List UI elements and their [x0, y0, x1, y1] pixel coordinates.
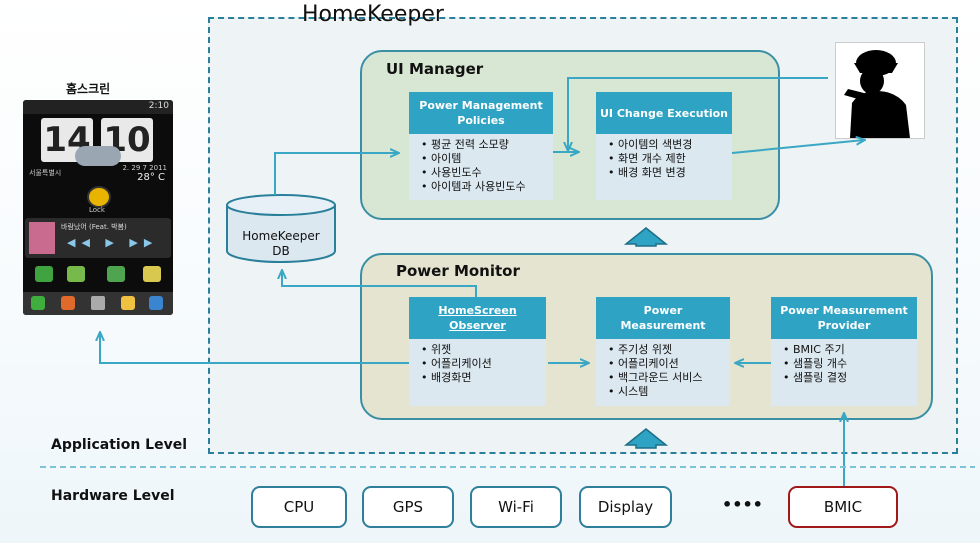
db-to-policies-arrow — [274, 153, 398, 195]
measurement-body: 주기성 위젯 어플리케이션 백그라운드 서비스 시스템 — [596, 339, 730, 406]
application-level-label: Application Level — [51, 437, 188, 453]
provider-header: Power Measurement Provider — [771, 297, 917, 339]
power-monitor-title: Power Monitor — [396, 262, 520, 280]
contacts-dock-icon — [61, 296, 75, 310]
date-label: 2. 29 7 2011 — [122, 164, 167, 172]
list-item: 아이템의 색변경 — [608, 138, 724, 152]
db-label-line1: HomeKeeper — [242, 229, 320, 243]
list-item: 시스템 — [608, 385, 722, 399]
list-item: BMIC 주기 — [783, 343, 909, 357]
temperature-label: 28° C — [137, 172, 165, 183]
list-item: 위젯 — [421, 343, 538, 357]
list-item: 아이템과 사용빈도수 — [421, 180, 545, 194]
observer-header: HomeScreen Observer — [409, 297, 546, 339]
hw-gps: GPS — [362, 486, 454, 528]
user-to-execution-arrow — [568, 77, 828, 150]
list-item: 어플리케이션 — [421, 357, 538, 371]
policies-header: Power Management Policies — [409, 92, 553, 134]
list-item: 화면 개수 제한 — [608, 152, 724, 166]
measurement-header: Power Measurement — [596, 297, 730, 339]
app-icon-3 — [107, 266, 125, 282]
city-label: 서울특별시 — [29, 169, 62, 177]
music-title: 바람났어 (Feat. 박봄) — [61, 223, 127, 231]
list-item: 평균 전력 소모량 — [421, 138, 545, 152]
apps-grid-icon — [91, 296, 105, 310]
up-block-arrow-bottom — [623, 428, 669, 449]
list-item: 백그라운드 서비스 — [608, 371, 722, 385]
list-item: 샘플링 개수 — [783, 357, 909, 371]
observer-to-phone-arrow — [100, 333, 409, 364]
app-icon-4 — [143, 266, 161, 282]
up-block-arrow-top — [623, 227, 669, 247]
app-icon-2 — [67, 266, 85, 282]
app-icon-1 — [35, 266, 53, 282]
execution-to-user-arrow — [731, 140, 864, 154]
homekeeper-title: HomeKeeper — [302, 2, 444, 27]
list-item: 사용빈도수 — [421, 166, 545, 180]
media-controls-icon: ◀◀ ▶ ▶▶ — [67, 236, 159, 249]
lock-label: Lock — [89, 206, 105, 214]
hw-display: Display — [579, 486, 672, 528]
provider-body: BMIC 주기 샘플링 개수 샘플링 결정 — [771, 339, 917, 406]
phone-dock-icon — [31, 296, 45, 310]
list-item: 배경화면 — [421, 371, 538, 385]
mail-dock-icon — [121, 296, 135, 310]
list-item: 주기성 위젯 — [608, 343, 722, 357]
cloud-icon — [75, 146, 121, 166]
clock-minute: 10 — [101, 118, 153, 162]
list-item: 어플리케이션 — [608, 357, 722, 371]
list-item: 아이템 — [421, 152, 545, 166]
db-label: HomeKeeper DB — [225, 229, 337, 259]
status-time: 2:10 — [148, 101, 169, 111]
observer-body: 위젯 어플리케이션 배경화면 — [409, 339, 546, 406]
phone-screenshot: 2:10 14 10 서울특별시 2. 29 7 2011 28° C Lock… — [23, 100, 173, 315]
policies-body: 평균 전력 소모량 아이템 사용빈도수 아이템과 사용빈도수 — [409, 134, 553, 200]
list-item: 샘플링 결정 — [783, 371, 909, 385]
hw-cpu: CPU — [251, 486, 347, 528]
lock-icon — [87, 186, 111, 208]
execution-header: UI Change Execution — [596, 92, 732, 134]
hw-wifi: Wi-Fi — [470, 486, 562, 528]
browser-dock-icon — [149, 296, 163, 310]
execution-body: 아이템의 색변경 화면 개수 제한 배경 화면 변경 — [596, 134, 732, 200]
db-label-line2: DB — [272, 244, 290, 258]
database-icon — [226, 194, 336, 263]
list-item: 배경 화면 변경 — [608, 166, 724, 180]
ui-manager-title: UI Manager — [386, 60, 484, 78]
hw-ellipsis: •••• — [722, 495, 763, 514]
hw-bmic: BMIC — [788, 486, 898, 528]
monitor-to-db-arrow — [282, 271, 477, 297]
hardware-level-label: Hardware Level — [51, 488, 175, 504]
user-icon — [835, 42, 925, 139]
album-art-icon — [29, 222, 55, 254]
phone-caption: 홈스크린 — [66, 82, 111, 96]
